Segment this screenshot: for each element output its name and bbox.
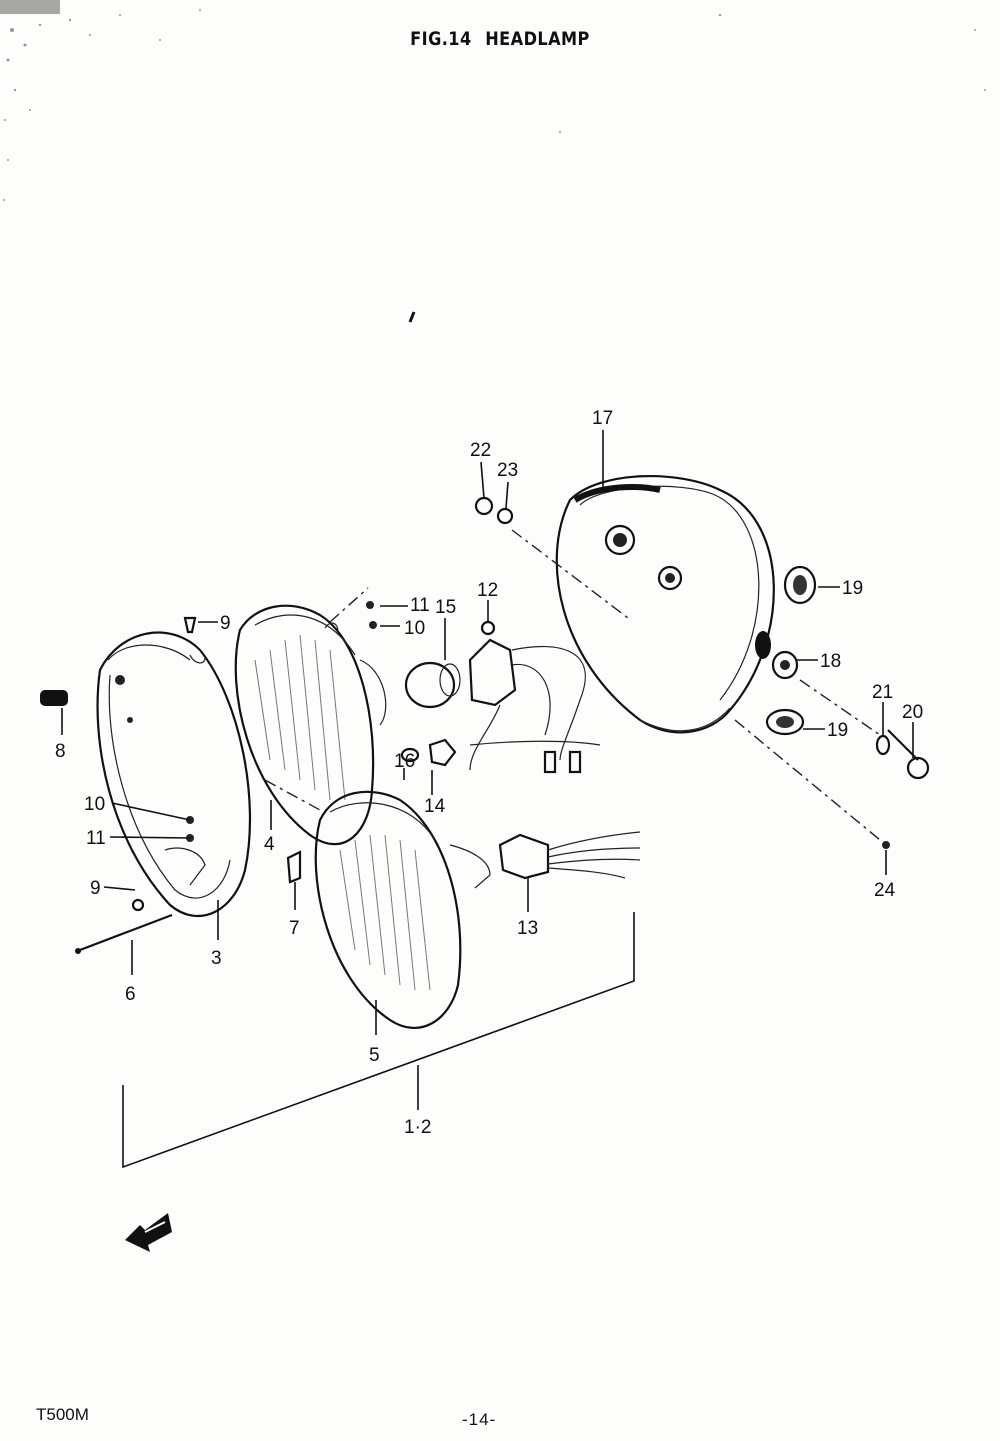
- figure-title: FIG.14 HEADLAMP: [75, 28, 925, 50]
- callout-17: 17: [592, 408, 613, 429]
- callout-4: 4: [264, 834, 275, 855]
- stray-mark: [408, 311, 416, 323]
- leader-lines: [61, 430, 914, 1169]
- sealed-beam-lens: [314, 790, 491, 1030]
- callout-11-left: 11: [86, 828, 106, 849]
- callout-10-top: 10: [404, 618, 425, 639]
- headlamp-rim: [96, 631, 252, 918]
- front-arrow-icon: [125, 1213, 172, 1252]
- callout-16: 16: [394, 751, 415, 772]
- model-code: T500M: [36, 1405, 89, 1424]
- callout-22: 22: [470, 440, 491, 461]
- callout-19-bottom: 19: [827, 720, 848, 741]
- callout-24: 24: [874, 880, 896, 901]
- bulb-and-socket-harness: [400, 620, 601, 774]
- socket-connector: [498, 831, 641, 880]
- callout-7: 7: [289, 918, 300, 939]
- callout-14: 14: [424, 796, 446, 817]
- callout-11-top: 11: [410, 595, 430, 616]
- callout-15: 15: [435, 597, 456, 618]
- callout-20: 20: [902, 702, 923, 723]
- callout-21: 21: [872, 682, 893, 703]
- callout-13: 13: [517, 918, 538, 939]
- scan-noise: [0, 0, 986, 201]
- callout-1-2: 1·2: [404, 1117, 431, 1138]
- callout-18: 18: [820, 651, 841, 672]
- callout-19-top: 19: [842, 578, 863, 599]
- assembly-lines: [264, 529, 881, 841]
- part-callouts: 17 22 23 12 15 11 10 9 19 18 19 21 20 24…: [55, 408, 923, 1138]
- callout-8: 8: [55, 741, 66, 762]
- callout-6: 6: [125, 984, 136, 1005]
- figure-number: FIG.14: [410, 28, 472, 50]
- headlamp-housing: [555, 474, 775, 734]
- callout-23: 23: [497, 460, 518, 481]
- page-number: -14-: [462, 1410, 497, 1429]
- callout-9-top: 9: [220, 613, 231, 634]
- small-hardware: [40, 496, 930, 954]
- callout-12: 12: [477, 580, 498, 601]
- callout-10-left: 10: [84, 794, 105, 815]
- headlamp-lens-upper: [234, 604, 387, 846]
- figure-name: HEADLAMP: [485, 28, 590, 50]
- callout-5: 5: [369, 1045, 380, 1066]
- callout-9-left: 9: [90, 878, 101, 899]
- callout-3: 3: [211, 948, 222, 969]
